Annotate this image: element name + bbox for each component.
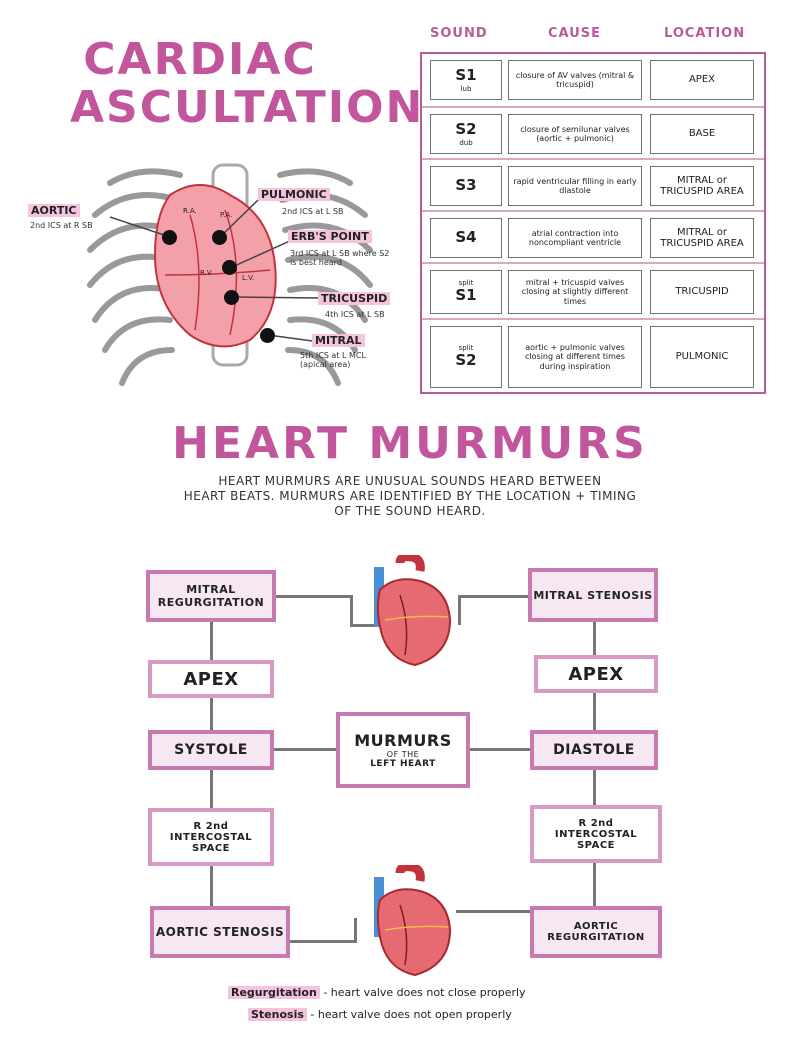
connector-line bbox=[354, 918, 357, 943]
heart-label-pa: P.A. bbox=[220, 211, 232, 219]
connector-line bbox=[252, 748, 336, 751]
cause-cell: mitral + tricuspid valves closing at sli… bbox=[508, 270, 642, 314]
aortic-sub: 2nd ICS at R SB bbox=[30, 221, 93, 230]
stenosis-term: Stenosis bbox=[248, 1008, 307, 1021]
aortic-label: AORTIC bbox=[28, 204, 80, 217]
location-cell: MITRAL or TRICUSPID AREA bbox=[650, 218, 754, 258]
connector-line bbox=[458, 595, 461, 625]
sound-cell: S4 bbox=[430, 218, 502, 258]
connector-line bbox=[350, 595, 353, 625]
desc-line-1: HEART MURMURS ARE UNUSUAL SOUNDS HEARD B… bbox=[218, 474, 602, 488]
murmurs-description: HEART MURMURS ARE UNUSUAL SOUNDS HEARD B… bbox=[150, 474, 670, 519]
header-cause: CAUSE bbox=[548, 26, 602, 41]
header-sound: SOUND bbox=[430, 26, 488, 41]
ribcage-diagram: R.A. P.A. R.V. L.V. bbox=[87, 163, 373, 386]
mitral-stenosis-box: MITRAL STENOSIS bbox=[528, 568, 658, 622]
intercostal-space-box-left: R 2nd INTERCOSTAL SPACE bbox=[148, 808, 274, 866]
aortic-regurgitation-box: AORTIC REGURGITATION bbox=[530, 906, 662, 958]
heart-illustration-top bbox=[374, 555, 452, 667]
pulmonic-sub: 2nd ICS at L SB bbox=[282, 207, 344, 216]
location-cell: APEX bbox=[650, 60, 754, 100]
regurgitation-term: Regurgitation bbox=[228, 986, 320, 999]
desc-line-3: OF THE SOUND HEARD. bbox=[334, 504, 486, 518]
intercostal-space-box-right: R 2nd INTERCOSTAL SPACE bbox=[530, 805, 662, 863]
mitral-point bbox=[260, 328, 275, 343]
title-line-2: ASCULTATION bbox=[70, 82, 425, 133]
heart-illustration-bottom bbox=[374, 865, 452, 977]
auscultation-title: CARDIAC ASCULTATION bbox=[70, 34, 425, 133]
heart-label-lv: L.V. bbox=[242, 274, 254, 282]
cause-cell: closure of AV valves (mitral & tricuspid… bbox=[508, 60, 642, 100]
regurgitation-text: - heart valve does not close properly bbox=[323, 986, 526, 999]
erbs-label: ERB'S POINT bbox=[288, 230, 372, 243]
mitral-label: MITRAL bbox=[312, 334, 365, 347]
aortic-stenosis-box: AORTIC STENOSIS bbox=[150, 906, 290, 958]
pulmonic-label: PULMONIC bbox=[258, 188, 330, 201]
erbs-point bbox=[222, 260, 237, 275]
table-row: S4 atrial contraction into noncompliant … bbox=[422, 210, 764, 264]
cause-cell: closure of semilunar valves (aortic + pu… bbox=[508, 114, 642, 154]
cause-cell: atrial contraction into noncompliant ven… bbox=[508, 218, 642, 258]
connector-line bbox=[456, 910, 530, 913]
systole-box: SYSTOLE bbox=[148, 730, 274, 770]
title-line-1: CARDIAC bbox=[83, 34, 317, 85]
location-cell: PULMONIC bbox=[650, 326, 754, 388]
aortic-point bbox=[162, 230, 177, 245]
location-cell: BASE bbox=[650, 114, 754, 154]
connector-line bbox=[290, 940, 354, 943]
diastole-box: DIASTOLE bbox=[530, 730, 658, 770]
regurgitation-definition: Regurgitation - heart valve does not clo… bbox=[228, 986, 526, 999]
stenosis-text: - heart valve does not open properly bbox=[310, 1008, 512, 1021]
tricuspid-point bbox=[224, 290, 239, 305]
tricuspid-label: TRICUSPID bbox=[318, 292, 391, 305]
murmurs-left-heart-box: MURMURS OF THE LEFT HEART bbox=[336, 712, 470, 788]
connector-line bbox=[276, 595, 350, 598]
cause-cell: aortic + pulmonic valves closing at diff… bbox=[508, 326, 642, 388]
location-cell: MITRAL or TRICUSPID AREA bbox=[650, 166, 754, 206]
mitral-sub: 5th ICS at L MCL (apical area) bbox=[300, 351, 366, 369]
pulmonic-point bbox=[212, 230, 227, 245]
header-location: LOCATION bbox=[664, 26, 746, 41]
connector-line bbox=[470, 748, 530, 751]
cause-cell: rapid ventricular filling in early diast… bbox=[508, 166, 642, 206]
stenosis-definition: Stenosis - heart valve does not open pro… bbox=[248, 1008, 512, 1021]
mitral-regurgitation-box: MITRAL REGURGITATION bbox=[146, 570, 276, 622]
desc-line-2: HEART BEATS. MURMURS ARE IDENTIFIED BY T… bbox=[183, 489, 637, 503]
heart-label-rv: R.V. bbox=[200, 269, 213, 277]
tricuspid-sub: 4th ICS at L SB bbox=[325, 310, 385, 319]
connector-line bbox=[458, 595, 530, 598]
sound-cell: S3 bbox=[430, 166, 502, 206]
apex-box-left: APEX bbox=[148, 660, 274, 698]
erbs-sub: 3rd ICS at L SB where S2 is best heard bbox=[290, 249, 390, 267]
table-row: S3 rapid ventricular filling in early di… bbox=[422, 158, 764, 212]
apex-box-right: APEX bbox=[534, 655, 658, 693]
location-cell: TRICUSPID bbox=[650, 270, 754, 314]
heart-label-ra: R.A. bbox=[183, 207, 197, 215]
murmurs-title: HEART MURMURS bbox=[172, 418, 648, 469]
